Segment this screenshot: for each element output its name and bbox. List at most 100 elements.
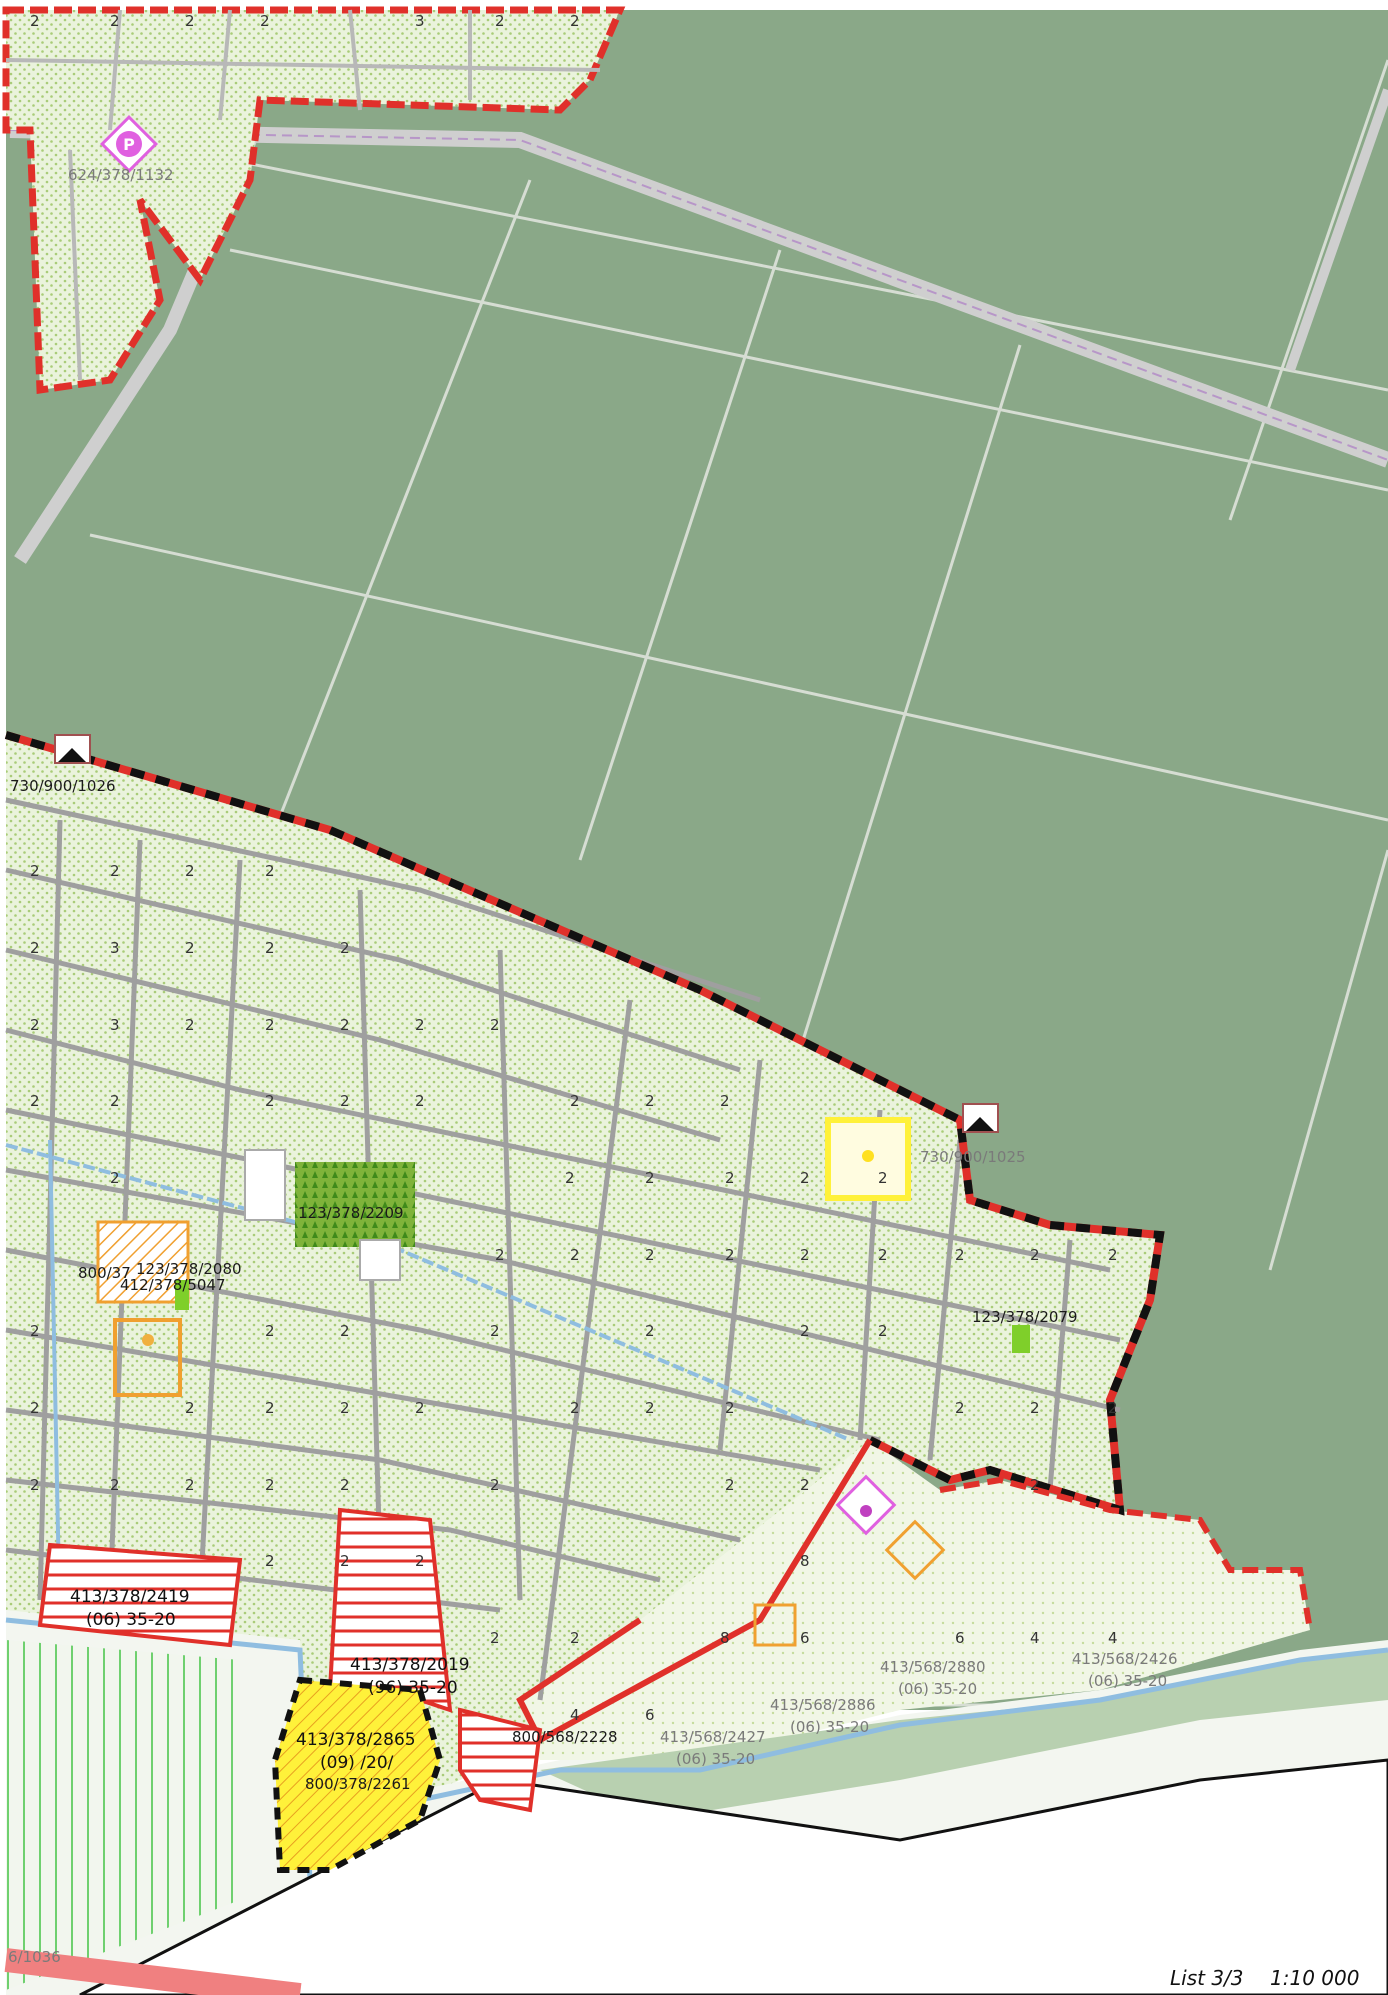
svg-text:2: 2 <box>570 1399 580 1417</box>
svg-text:P: P <box>123 135 135 154</box>
svg-text:2: 2 <box>110 1092 120 1110</box>
svg-text:2: 2 <box>185 1476 195 1494</box>
svg-text:(06) 35-20: (06) 35-20 <box>790 1718 869 1736</box>
svg-text:2: 2 <box>265 1476 275 1494</box>
svg-text:624/378/1132: 624/378/1132 <box>68 166 174 184</box>
svg-text:800/568/2228: 800/568/2228 <box>512 1728 618 1746</box>
svg-text:730/900/1025: 730/900/1025 <box>920 1148 1026 1166</box>
svg-text:4: 4 <box>1108 1629 1118 1647</box>
svg-text:2: 2 <box>490 1322 500 1340</box>
svg-text:2: 2 <box>265 1322 275 1340</box>
svg-text:2: 2 <box>570 1092 580 1110</box>
svg-text:6: 6 <box>955 1629 965 1647</box>
plan-labels: 624/378/1132 730/900/1026 730/900/1025 1… <box>8 166 1178 1966</box>
svg-text:3: 3 <box>110 939 120 957</box>
svg-text:(06) 35-20: (06) 35-20 <box>898 1680 977 1698</box>
svg-text:2: 2 <box>800 1322 810 1340</box>
svg-text:2: 2 <box>570 1629 580 1647</box>
svg-text:8: 8 <box>800 1552 810 1570</box>
svg-text:2: 2 <box>1030 1399 1040 1417</box>
svg-text:2: 2 <box>340 1092 350 1110</box>
svg-text:2: 2 <box>265 939 275 957</box>
svg-text:2: 2 <box>1030 1246 1040 1264</box>
svg-text:412/378/5047: 412/378/5047 <box>120 1276 226 1294</box>
svg-text:List 3/3: List 3/3 <box>1170 1966 1244 1990</box>
svg-text:8: 8 <box>720 1629 730 1647</box>
svg-text:2: 2 <box>490 1016 500 1034</box>
svg-text:2: 2 <box>30 939 40 957</box>
svg-text:2: 2 <box>265 1092 275 1110</box>
svg-text:2: 2 <box>415 1016 425 1034</box>
svg-text:800/37: 800/37 <box>78 1264 131 1282</box>
svg-text:2: 2 <box>340 1322 350 1340</box>
building-symbol-icon <box>54 734 91 764</box>
svg-text:2: 2 <box>30 1399 40 1417</box>
svg-text:4: 4 <box>1030 1629 1040 1647</box>
svg-text:(96) 35-20: (96) 35-20 <box>368 1678 458 1698</box>
svg-text:2: 2 <box>265 1552 275 1570</box>
svg-text:2: 2 <box>30 862 40 880</box>
svg-text:2: 2 <box>185 939 195 957</box>
svg-text:2: 2 <box>30 1016 40 1034</box>
svg-text:2: 2 <box>30 1322 40 1340</box>
svg-text:2: 2 <box>110 862 120 880</box>
svg-text:2: 2 <box>725 1399 735 1417</box>
svg-text:2: 2 <box>645 1246 655 1264</box>
svg-text:413/568/2426: 413/568/2426 <box>1072 1650 1178 1668</box>
svg-text:413/568/2880: 413/568/2880 <box>880 1658 986 1676</box>
svg-text:2: 2 <box>185 862 195 880</box>
green-plot-5047[interactable] <box>175 1280 189 1310</box>
svg-text:2: 2 <box>800 1246 810 1264</box>
svg-text:(09) /20/: (09) /20/ <box>320 1753 394 1773</box>
zone-800-568-2228[interactable] <box>458 1707 543 1813</box>
service-diamond-icon[interactable] <box>835 1474 897 1536</box>
zone-413-378-2419[interactable] <box>37 1542 243 1648</box>
svg-text:2: 2 <box>878 1322 888 1340</box>
svg-text:2: 2 <box>415 1552 425 1570</box>
zone-800-37[interactable] <box>96 1220 190 1304</box>
svg-text:413/568/2427: 413/568/2427 <box>660 1728 766 1746</box>
svg-text:2: 2 <box>415 1092 425 1110</box>
settlement-boundary-black <box>4 731 1165 1516</box>
svg-text:2: 2 <box>185 1016 195 1034</box>
svg-text:2: 2 <box>800 1169 810 1187</box>
forest-plot-2209[interactable] <box>295 1162 415 1247</box>
green-buffer-zone <box>6 1640 240 1990</box>
svg-text:2: 2 <box>265 862 275 880</box>
svg-text:6: 6 <box>800 1629 810 1647</box>
parking-sign-icon[interactable]: P <box>100 115 158 173</box>
svg-text:123/378/2079: 123/378/2079 <box>972 1308 1078 1326</box>
svg-text:2: 2 <box>110 1476 120 1494</box>
svg-text:2: 2 <box>340 1476 350 1494</box>
svg-text:4: 4 <box>570 1706 580 1724</box>
service-building-west <box>113 1318 182 1397</box>
green-plot-2079[interactable] <box>1012 1325 1030 1353</box>
svg-text:2: 2 <box>495 12 505 30</box>
svg-text:2: 2 <box>725 1476 735 1494</box>
svg-text:2: 2 <box>340 1552 350 1570</box>
svg-text:6: 6 <box>645 1706 655 1724</box>
svg-text:2: 2 <box>110 12 120 30</box>
sheet-label: List 3/3 1:10 000 <box>1170 1966 1359 1990</box>
svg-text:2: 2 <box>720 1092 730 1110</box>
svg-text:(06) 35-20: (06) 35-20 <box>676 1750 755 1768</box>
svg-text:2: 2 <box>800 1476 810 1494</box>
svg-text:2: 2 <box>415 1399 425 1417</box>
svg-text:2: 2 <box>565 1169 575 1187</box>
settlement-top-left <box>2 6 626 395</box>
svg-text:2: 2 <box>725 1169 735 1187</box>
svg-text:2: 2 <box>260 12 270 30</box>
svg-text:2: 2 <box>645 1322 655 1340</box>
svg-text:123/378/2080: 123/378/2080 <box>136 1260 242 1278</box>
svg-text:2: 2 <box>645 1092 655 1110</box>
svg-text:413/378/2419: 413/378/2419 <box>70 1587 190 1607</box>
svg-text:730/900/1026: 730/900/1026 <box>10 777 116 795</box>
svg-text:800/378/2261: 800/378/2261 <box>305 1775 411 1793</box>
svg-text:2: 2 <box>570 12 580 30</box>
svg-text:(06) 35-20: (06) 35-20 <box>1088 1672 1167 1690</box>
svg-text:2: 2 <box>490 1629 500 1647</box>
svg-text:2: 2 <box>878 1169 888 1187</box>
zone-413-378-2865[interactable] <box>271 1676 444 1873</box>
svg-text:3: 3 <box>110 1016 120 1034</box>
